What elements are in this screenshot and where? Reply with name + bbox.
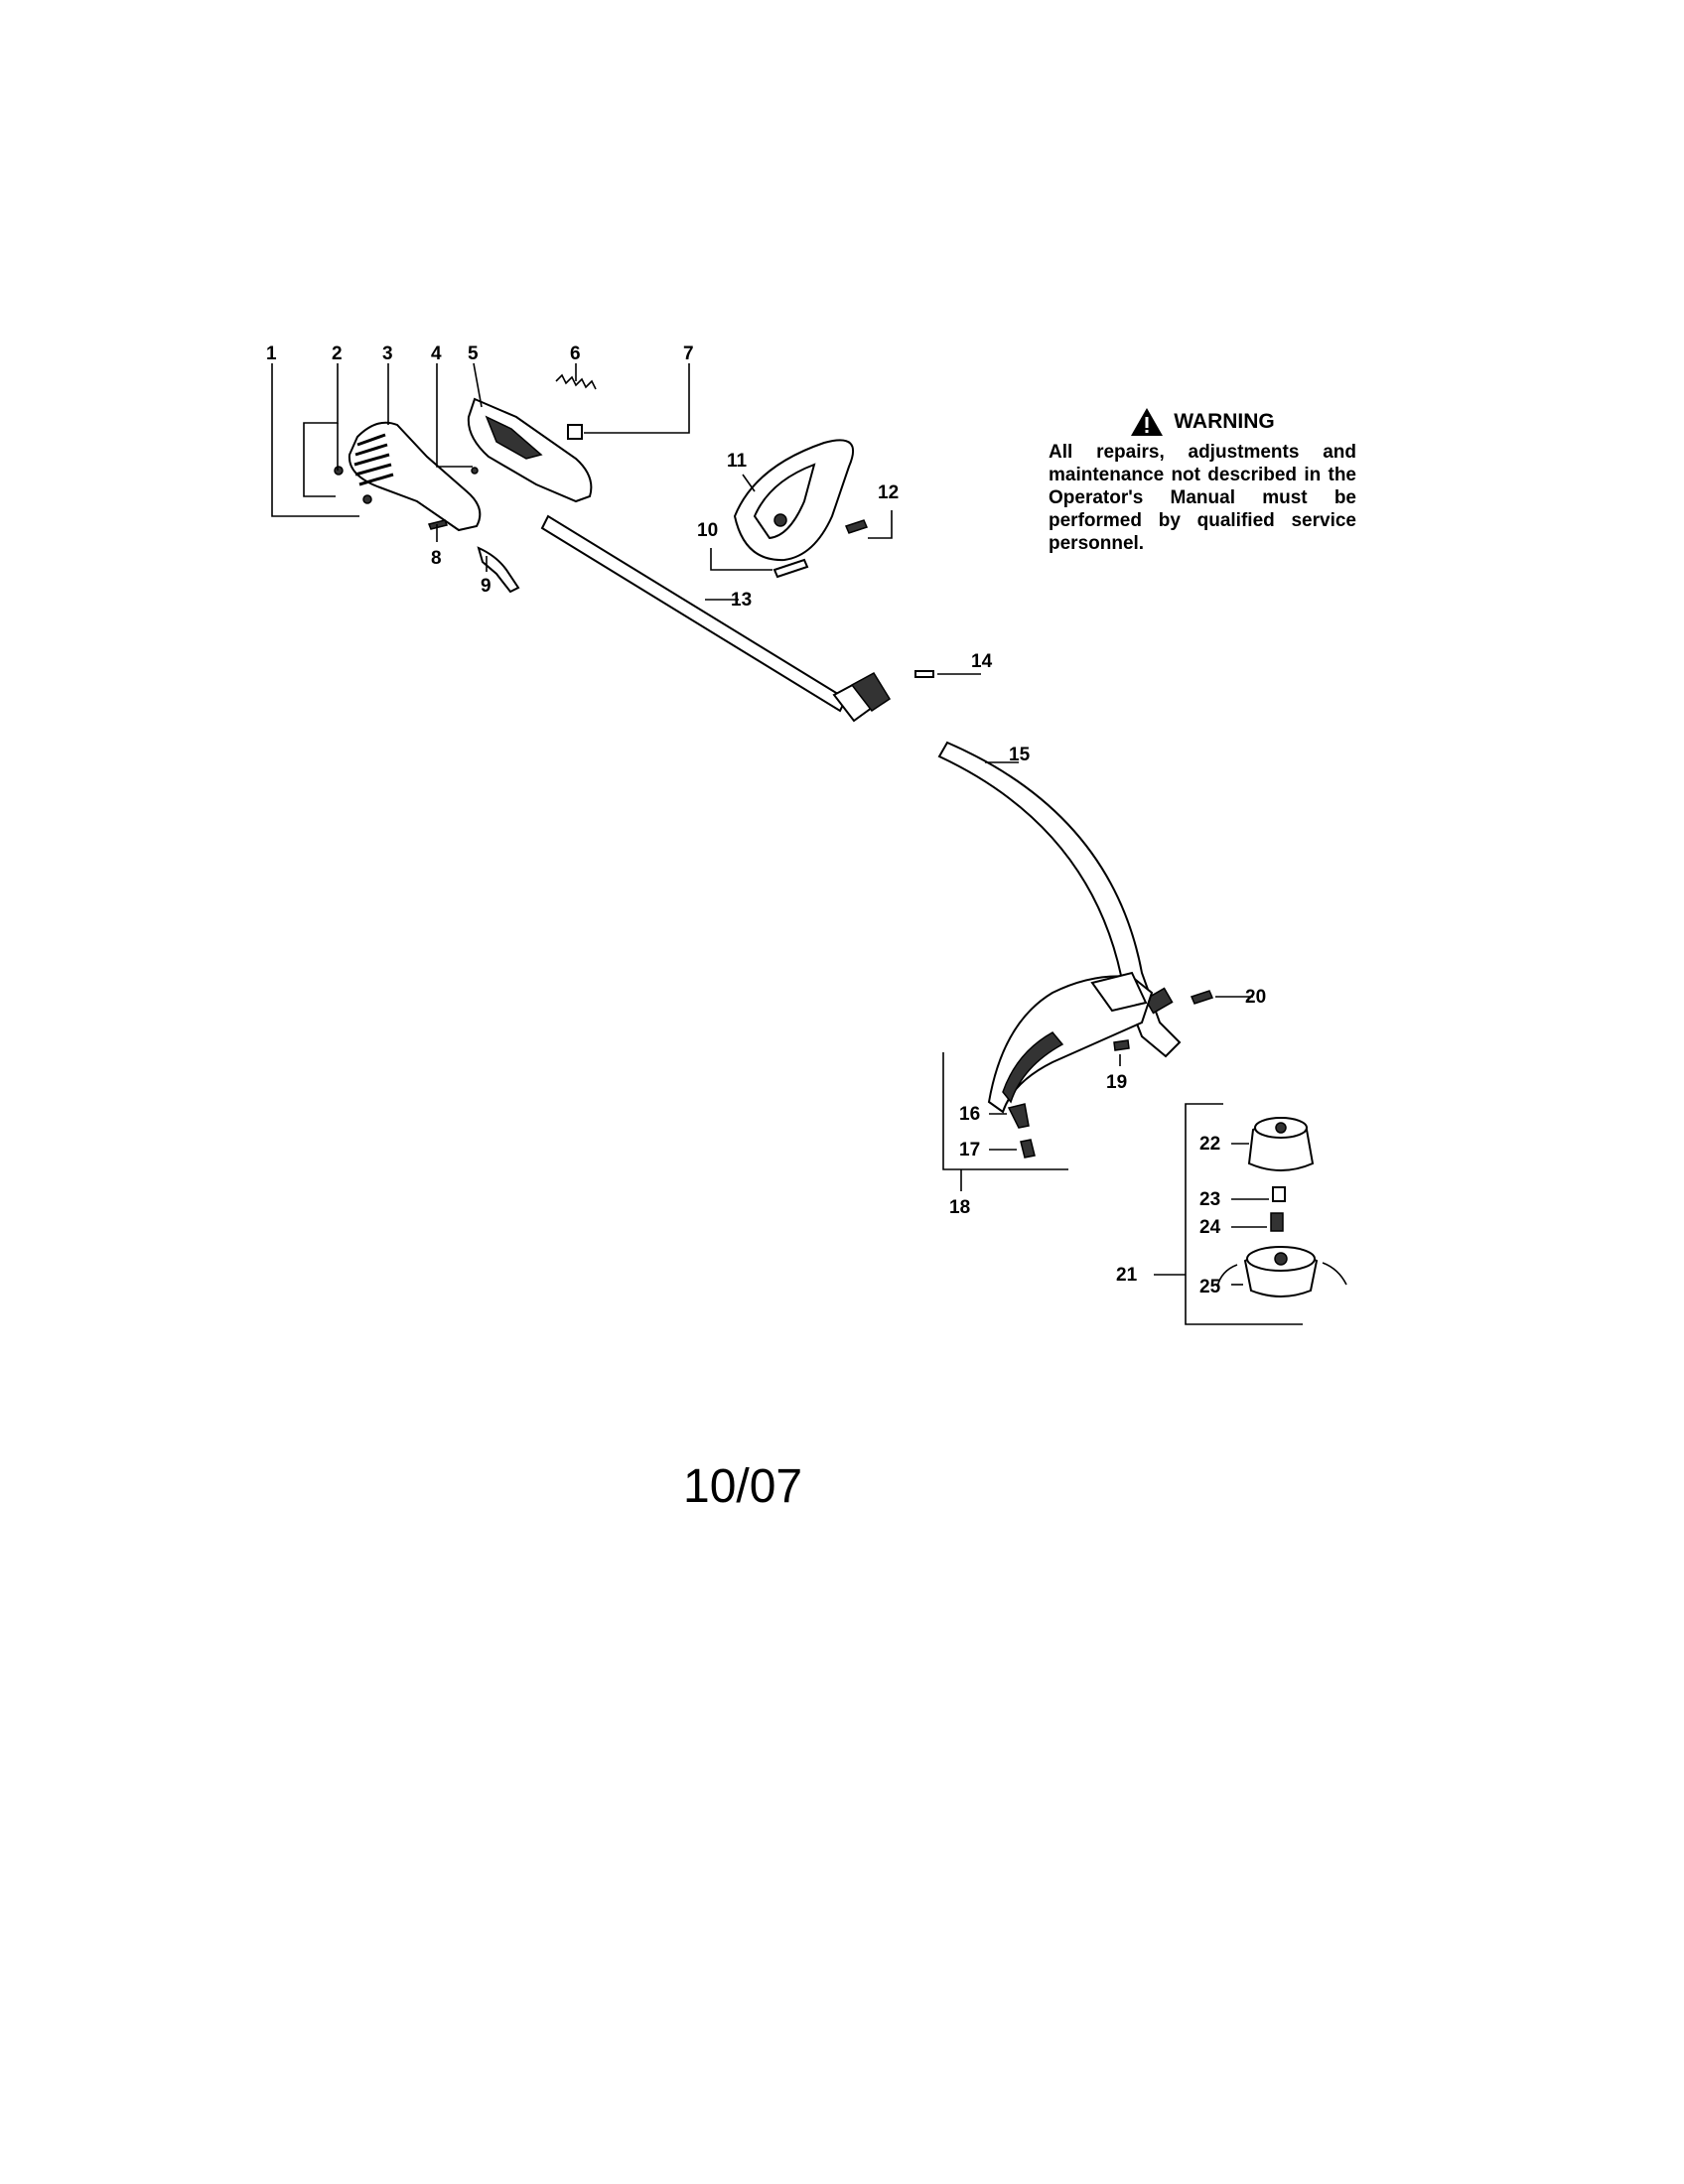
callout-13: 13 — [731, 590, 752, 611]
warning-heading: WARNING — [1049, 407, 1356, 437]
trigger-9 — [477, 546, 520, 594]
handle-assembly — [334, 373, 597, 594]
spring-6 — [555, 373, 597, 390]
callout-3: 3 — [382, 343, 393, 364]
callout-11: 11 — [727, 451, 748, 472]
callout-1: 1 — [266, 343, 277, 364]
callout-6: 6 — [570, 343, 581, 364]
grip-ribs — [353, 433, 394, 486]
screw-20 — [1190, 990, 1214, 1005]
spring-23 — [1272, 1186, 1286, 1202]
handle-half-left — [348, 421, 482, 532]
screw-10 — [772, 558, 809, 579]
callout-23: 23 — [1199, 1189, 1220, 1210]
screw-12 — [844, 519, 869, 534]
callout-20: 20 — [1245, 987, 1266, 1008]
warning-notice: WARNING All repairs, adjustments and mai… — [1049, 407, 1356, 555]
callout-16: 16 — [959, 1104, 980, 1125]
callout-8: 8 — [431, 548, 442, 569]
callout-7: 7 — [683, 343, 694, 364]
callout-5: 5 — [468, 343, 479, 364]
eyelet-24 — [1270, 1212, 1284, 1232]
lower-shaft-15 — [937, 741, 1182, 1058]
callout-25: 25 — [1199, 1277, 1221, 1297]
callout-24: 24 — [1199, 1217, 1221, 1238]
date-code: 10/07 — [683, 1460, 803, 1513]
callout-9: 9 — [481, 576, 491, 597]
spool-25 — [1216, 1246, 1347, 1297]
hand-guard-11 — [733, 439, 854, 562]
callout-10: 10 — [697, 520, 718, 541]
switch-7 — [567, 424, 583, 440]
callout-4: 4 — [431, 343, 442, 364]
warning-triangle-icon — [1131, 408, 1164, 436]
callout-22: 22 — [1199, 1134, 1220, 1155]
screw-2b — [362, 494, 372, 504]
callout-14: 14 — [971, 651, 993, 672]
screw-19 — [1113, 1039, 1130, 1051]
callout-12: 12 — [878, 482, 899, 503]
callout-18: 18 — [949, 1197, 970, 1218]
callout-21: 21 — [1116, 1265, 1138, 1286]
callout-labels: 1 2 3 4 5 6 7 8 9 10 11 12 13 14 15 16 1… — [266, 343, 1266, 1297]
callout-17: 17 — [959, 1140, 980, 1160]
spool-cover-22 — [1247, 1117, 1315, 1171]
grass-shield — [987, 971, 1154, 1114]
screw-8 — [427, 519, 449, 530]
screw-14 — [914, 670, 934, 678]
callout-2: 2 — [332, 343, 343, 364]
warning-title: WARNING — [1174, 410, 1275, 433]
warning-text: All repairs, adjustments and maintenance… — [1049, 442, 1356, 554]
callout-15: 15 — [1009, 745, 1031, 765]
line-cutter-16 — [1007, 1103, 1030, 1129]
upper-shaft-13 — [540, 514, 892, 723]
screw-2 — [334, 466, 344, 476]
callout-19: 19 — [1106, 1072, 1127, 1093]
screw-4 — [471, 467, 479, 475]
callout-lines-top-left — [271, 362, 690, 572]
screw-17 — [1020, 1139, 1036, 1159]
